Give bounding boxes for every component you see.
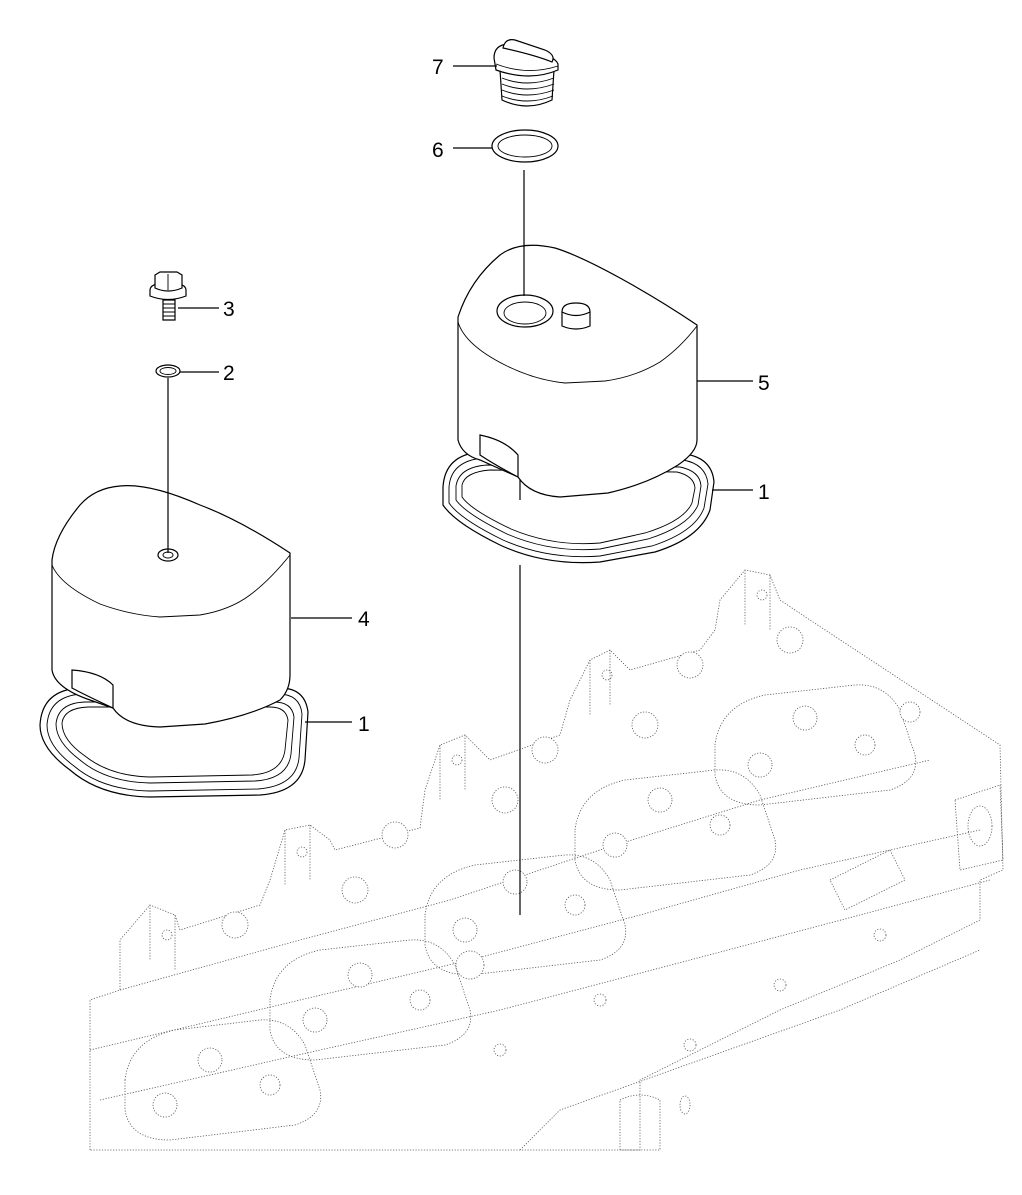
callout-2: 2 (223, 362, 235, 385)
oil-filler-cap (493, 39, 559, 107)
leader-lines (178, 65, 753, 723)
callout-6: 6 (432, 139, 444, 162)
o-ring-large (491, 129, 559, 163)
assembly-lines (167, 170, 525, 915)
callout-5: 5 (758, 372, 770, 395)
callout-7: 7 (432, 56, 444, 79)
callouts: 7 6 3 2 5 1 4 1 (223, 56, 770, 736)
callout-4: 4 (358, 608, 370, 631)
cylinder-head-cover (51, 485, 291, 728)
cylinder-head-block (89, 569, 1004, 1151)
head-bosses (152, 626, 921, 1118)
bolt (149, 271, 187, 321)
cylinder-head-cover-with-filler (457, 244, 698, 498)
callout-1-right: 1 (758, 481, 770, 504)
callout-3: 3 (223, 298, 235, 321)
o-ring-small (155, 364, 181, 378)
breather-plug (561, 302, 591, 330)
callout-1-left: 1 (358, 713, 370, 736)
